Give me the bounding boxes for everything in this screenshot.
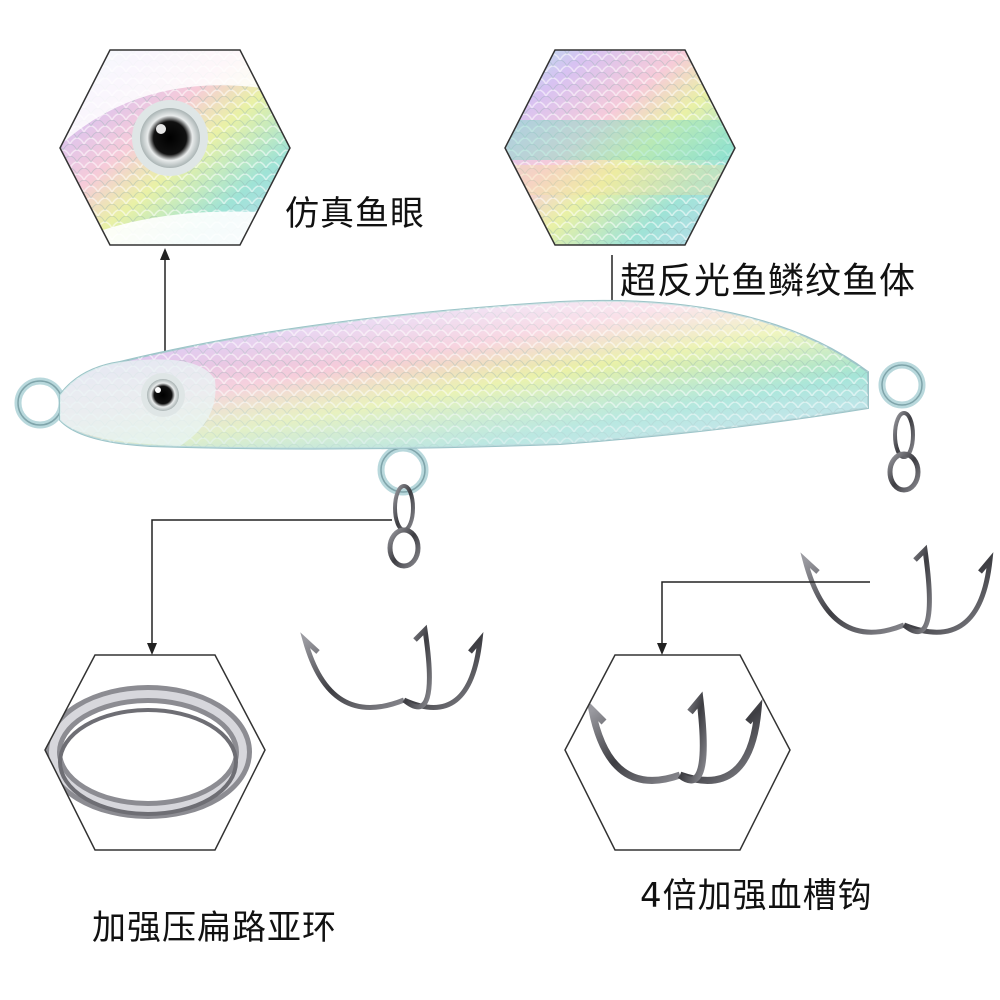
leader-hook xyxy=(657,581,870,655)
hexagon-eye-closeup xyxy=(59,49,291,246)
treble-hook-right xyxy=(800,411,994,635)
leader-ring xyxy=(147,519,392,655)
hexagon-scale-closeup xyxy=(504,49,736,246)
label-eye: 仿真鱼眼 xyxy=(285,194,425,234)
treble-hook-center xyxy=(300,484,484,710)
label-hook: 4倍加强血槽钩 xyxy=(640,876,873,916)
fishing-lure xyxy=(14,299,926,496)
label-body: 超反光鱼鳞纹鱼体 xyxy=(620,261,917,302)
label-ring: 加强压扁路亚环 xyxy=(92,908,337,948)
hexagon-treble-hook xyxy=(564,654,791,851)
hexagon-split-ring xyxy=(44,654,266,851)
lure-eye xyxy=(141,373,185,417)
